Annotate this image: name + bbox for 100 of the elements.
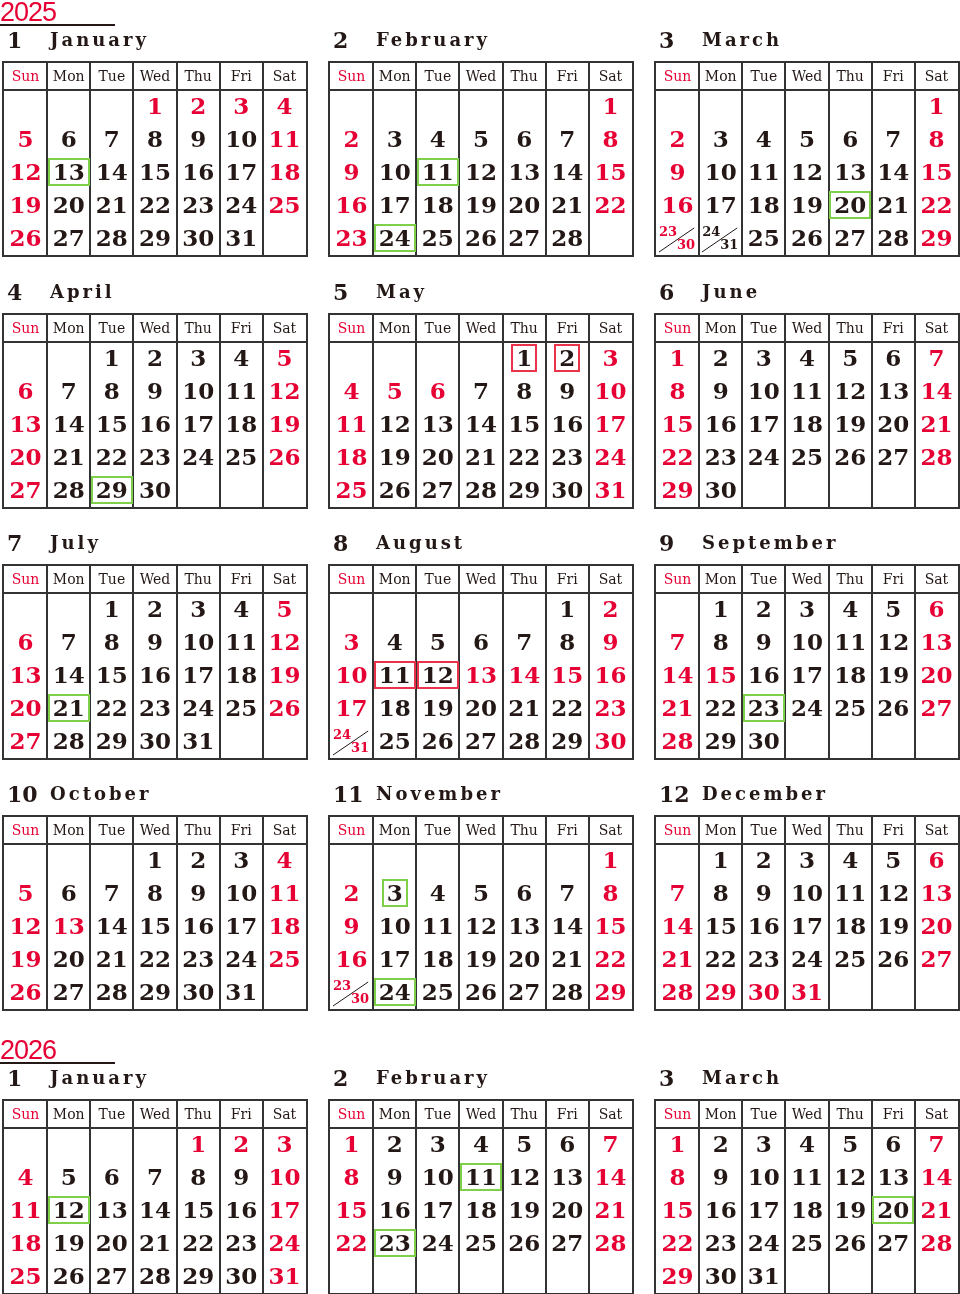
day-number: 23 <box>139 695 171 720</box>
day-number: 26 <box>421 728 454 753</box>
day-number: 5 <box>17 126 34 151</box>
month-number: 5 <box>333 279 349 305</box>
day-number: 7 <box>928 345 945 370</box>
day-number: 31 <box>351 740 370 755</box>
day-number: 17 <box>791 662 823 687</box>
day-number: 1 <box>343 1131 360 1156</box>
day-number: 20 <box>52 192 85 217</box>
month-name: October <box>50 783 152 805</box>
day-number: 7 <box>103 880 120 905</box>
month-name: April <box>50 281 115 303</box>
day-number: 14 <box>52 662 85 687</box>
day-number: 9 <box>755 629 772 654</box>
day-number: 18 <box>335 444 368 469</box>
day-number: 22 <box>594 192 627 217</box>
day-number: 17 <box>225 913 258 938</box>
day-number: 29 <box>661 477 694 502</box>
day-number: 16 <box>335 946 368 971</box>
weekday-header: Fri <box>230 319 252 337</box>
month-number: 11 <box>333 781 364 807</box>
day-number: 28 <box>95 225 128 250</box>
day-number: 28 <box>551 979 584 1004</box>
weekday-header: Sat <box>598 570 623 588</box>
day-number: 3 <box>755 1131 772 1156</box>
day-number: 13 <box>95 1197 128 1222</box>
day-number: 26 <box>9 979 42 1004</box>
day-number: 31 <box>747 1263 780 1288</box>
day-number: 11 <box>268 880 301 905</box>
weekday-header: Fri <box>882 1105 904 1123</box>
day-number: 20 <box>465 695 497 720</box>
day-number: 26 <box>834 444 867 469</box>
day-number: 12 <box>877 880 910 905</box>
day-number: 30 <box>182 979 215 1004</box>
weekday-header: Thu <box>836 1105 864 1123</box>
day-number: 31 <box>268 1263 301 1288</box>
day-number: 9 <box>755 880 772 905</box>
day-number: 11 <box>225 378 258 403</box>
day-number: 23 <box>594 695 627 720</box>
day-number: 28 <box>920 1230 953 1255</box>
day-number: 28 <box>661 979 694 1004</box>
day-number: 18 <box>465 1197 497 1222</box>
day-number: 20 <box>551 1197 584 1222</box>
weekday-header: Sat <box>598 319 623 337</box>
day-number: 9 <box>343 159 360 184</box>
day-number: 2 <box>147 345 163 370</box>
day-number: 27 <box>551 1230 584 1255</box>
day-number: 5 <box>799 126 815 151</box>
day-number: 17 <box>378 192 411 217</box>
month-name: November <box>376 783 503 805</box>
day-number: 19 <box>508 1197 541 1222</box>
day-number: 16 <box>182 159 215 184</box>
weekday-header: Mon <box>378 570 411 588</box>
month-number: 12 <box>659 781 690 807</box>
day-number: 27 <box>465 728 497 753</box>
day-number: 7 <box>885 126 902 151</box>
day-number: 8 <box>343 1164 360 1189</box>
day-number: 23 <box>335 225 368 250</box>
day-number: 18 <box>791 1197 823 1222</box>
month-name: June <box>702 281 761 303</box>
weekday-header: Tue <box>424 1105 452 1123</box>
day-number: 7 <box>147 1164 163 1189</box>
day-number: 2 <box>343 126 360 151</box>
day-number: 14 <box>465 411 497 436</box>
day-number: 13 <box>508 913 541 938</box>
day-number: 26 <box>378 477 411 502</box>
day-number: 5 <box>276 596 293 621</box>
day-number: 5 <box>17 880 34 905</box>
day-number: 15 <box>95 411 128 436</box>
day-number: 29 <box>661 1263 694 1288</box>
day-number: 25 <box>335 477 368 502</box>
day-number: 6 <box>60 126 77 151</box>
day-number: 18 <box>225 662 258 687</box>
marked-day-number: 12 <box>416 661 459 689</box>
day-number: 16 <box>335 192 368 217</box>
day-number: 3 <box>799 847 815 872</box>
day-number: 9 <box>190 880 207 905</box>
day-number: 18 <box>747 192 780 217</box>
day-number: 15 <box>182 1197 215 1222</box>
marked-day-number: 13 <box>47 158 90 186</box>
day-number: 9 <box>190 126 207 151</box>
day-number: 18 <box>834 913 867 938</box>
day-number: 22 <box>335 1230 368 1255</box>
day-number: 17 <box>182 662 215 687</box>
day-number: 8 <box>712 880 729 905</box>
day-number: 26 <box>465 225 497 250</box>
day-number: 16 <box>139 662 171 687</box>
year-label: 2026 <box>0 1038 115 1064</box>
day-number: 9 <box>343 913 360 938</box>
day-number: 21 <box>920 1197 953 1222</box>
marked-day-number: 20 <box>872 1196 915 1224</box>
day-number: 10 <box>182 629 215 654</box>
day-number: 7 <box>928 1131 945 1156</box>
day-number: 8 <box>712 629 729 654</box>
weekday-header: Fri <box>882 821 904 839</box>
day-number: 14 <box>920 1164 953 1189</box>
day-number: 20 <box>920 662 953 687</box>
day-number: 2 <box>386 1131 403 1156</box>
day-number: 30 <box>704 1263 737 1288</box>
day-number: 26 <box>508 1230 541 1255</box>
